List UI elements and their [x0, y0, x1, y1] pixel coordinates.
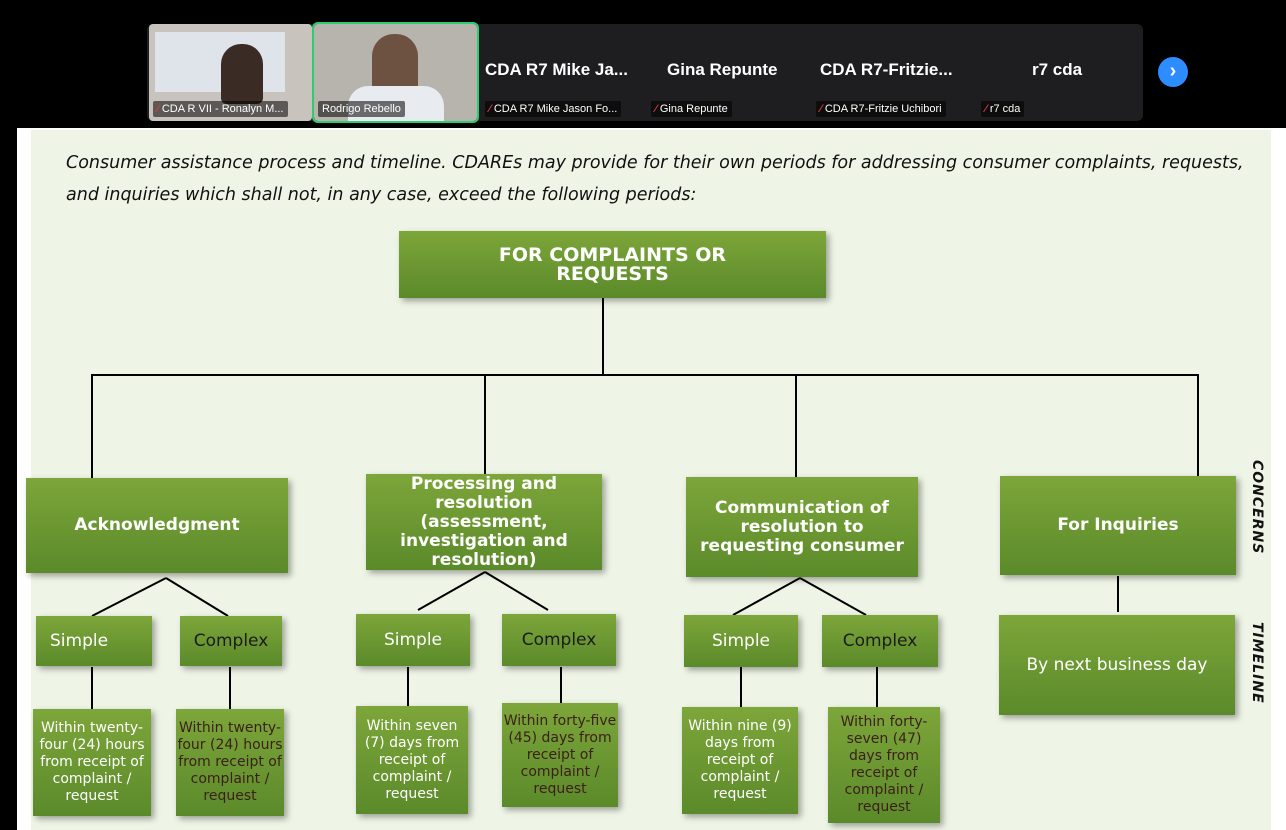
type-complex: Complex — [822, 615, 938, 667]
participant-label: ⁄CDA R7 Mike Jason Fo... — [485, 101, 622, 117]
participant-tile-rodrigo[interactable]: Rodrigo Rebello — [312, 22, 479, 123]
concern-processing-resolution: Processing and resolution (assessment, i… — [366, 474, 602, 570]
type-simple: Simple — [684, 615, 798, 667]
participant-tile-fritzie[interactable]: CDA R7-Fritzie... ⁄CDA R7-Fritzie Uchibo… — [812, 24, 982, 121]
participant-strip: ⁄CDA R VII - Ronalyn M... Rodrigo Rebell… — [147, 22, 1143, 123]
connector-line — [602, 298, 604, 376]
next-page-button[interactable]: › — [1158, 57, 1188, 87]
connector-line — [91, 374, 1199, 376]
connector-line — [799, 577, 867, 616]
participant-label: ⁄r7 cda — [981, 101, 1025, 117]
connector-line — [876, 667, 878, 709]
concern-for-inquiries: For Inquiries — [1000, 476, 1236, 575]
mic-muted-icon: ⁄ — [820, 103, 822, 115]
participant-tile-mike[interactable]: CDA R7 Mike Ja... ⁄CDA R7 Mike Jason Fo.… — [481, 24, 651, 121]
participant-label: ⁄CDA R7-Fritzie Uchibori — [816, 101, 946, 117]
mic-muted-icon: ⁄ — [157, 103, 159, 115]
connector-line — [407, 667, 409, 709]
participant-tile-gina[interactable]: Gina Repunte ⁄Gina Repunte — [647, 24, 812, 121]
connector-line — [740, 667, 742, 709]
participant-label: ⁄Gina Repunte — [651, 101, 732, 117]
connector-line — [91, 374, 93, 478]
chevron-right-icon: › — [1169, 60, 1177, 82]
timeline-inquiries: By next business day — [999, 615, 1235, 715]
type-complex: Complex — [502, 614, 616, 666]
participant-name: CDA R7-Fritzie... — [820, 60, 953, 79]
connector-line — [484, 374, 486, 474]
participant-name: CDA R7 Mike Ja... — [485, 60, 628, 79]
connector-line — [165, 577, 229, 617]
timeline-ack-simple: Within twenty-four (24) hours from recei… — [33, 709, 151, 816]
connector-line — [560, 667, 562, 705]
connector-line — [1197, 374, 1199, 478]
timeline-processing-simple: Within seven (7) days from receipt of co… — [356, 706, 468, 814]
connector-line — [417, 571, 486, 611]
connector-line — [1117, 576, 1119, 612]
type-simple: Simple — [36, 616, 152, 666]
concerns-side-label: CONCERNS — [1249, 460, 1265, 555]
timeline-communication-simple: Within nine (9) days from receipt of com… — [682, 707, 798, 814]
participant-label: Rodrigo Rebello — [318, 101, 405, 117]
connector-line — [484, 571, 549, 611]
participant-name: Gina Repunte — [667, 60, 778, 79]
participant-tile-ronalyn[interactable]: ⁄CDA R VII - Ronalyn M... — [149, 24, 312, 121]
type-complex: Complex — [180, 616, 282, 666]
concern-communication: Communication of resolution to requestin… — [686, 477, 918, 577]
connector-line — [91, 667, 93, 709]
connector-line — [795, 374, 797, 478]
participant-avatar — [221, 44, 263, 104]
connector-line — [91, 577, 167, 617]
participant-avatar — [372, 34, 418, 94]
slide-intro-text: Consumer assistance process and timeline… — [66, 153, 1244, 205]
complaints-requests-box: FOR COMPLAINTS OR REQUESTS — [399, 231, 826, 298]
connector-line — [732, 577, 801, 616]
type-simple: Simple — [356, 614, 470, 666]
mic-muted-icon: ⁄ — [489, 103, 491, 115]
slide-thumbnail — [155, 32, 285, 92]
mic-muted-icon: ⁄ — [985, 103, 987, 115]
timeline-communication-complex: Within forty-seven (47) days from receip… — [828, 707, 940, 823]
participant-tile-r7cda[interactable]: r7 cda ⁄r7 cda — [977, 24, 1137, 121]
participant-label: ⁄CDA R VII - Ronalyn M... — [153, 101, 288, 117]
timeline-processing-complex: Within forty-five (45) days from receipt… — [502, 703, 618, 807]
timeline-ack-complex: Within twenty-four (24) hours from recei… — [176, 709, 284, 816]
mic-muted-icon: ⁄ — [655, 103, 657, 115]
timeline-side-label: TIMELINE — [1249, 622, 1265, 704]
participant-name: r7 cda — [1032, 60, 1083, 79]
concern-acknowledgment: Acknowledgment — [26, 478, 288, 573]
connector-line — [229, 667, 231, 709]
